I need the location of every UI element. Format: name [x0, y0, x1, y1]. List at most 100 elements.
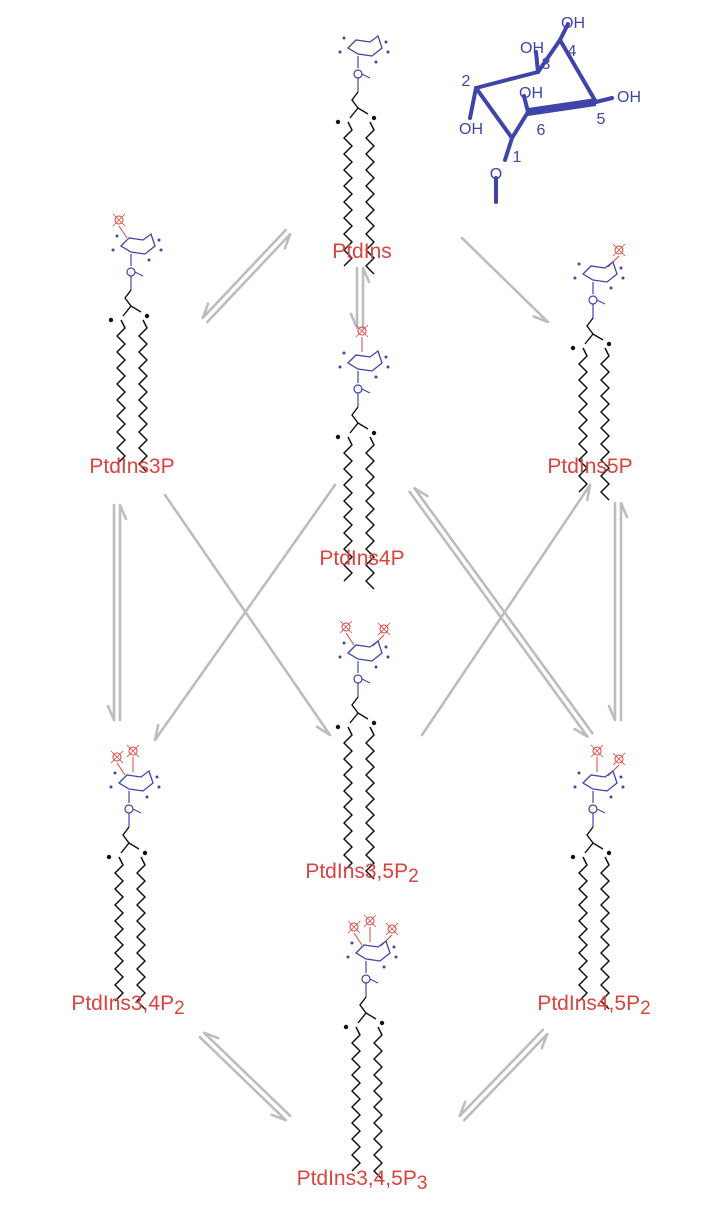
- carbon-number-3: 3: [542, 56, 551, 73]
- ring-wedge-bond: [528, 98, 596, 116]
- arrow-ptdins-to-ptdins3p: [201, 228, 288, 320]
- label-text: PtdIns3,5P: [305, 860, 408, 883]
- ring-bond: [474, 70, 540, 90]
- label-ptdins3p: PtdIns3P: [89, 455, 174, 478]
- label-subscript: 3: [417, 1173, 428, 1194]
- label-subscript: 2: [174, 998, 185, 1019]
- phosphodiester: [126, 267, 136, 277]
- label-text: PtdIns5P: [547, 455, 632, 478]
- hydroxyl-label: OH: [617, 89, 641, 106]
- label-subscript: 2: [408, 866, 419, 887]
- ring-bond: [558, 38, 598, 104]
- phosphate-group: [347, 920, 363, 946]
- arrow-ptdins4p-to-ptdins45p2: [408, 490, 589, 739]
- arrow-ptdins4p-to-ptdins: [361, 266, 371, 330]
- label-ptdins345p3: PtdIns3,4,5P3: [297, 1167, 428, 1194]
- molecule-ptdins35p2: [335, 620, 391, 880]
- hydroxyl-label: OH: [459, 121, 483, 138]
- label-text: PtdIns3P: [89, 455, 174, 478]
- inositol-head: [346, 349, 383, 372]
- fatty-acid-chain: [351, 1026, 361, 1172]
- phosphodiester: [588, 804, 598, 814]
- phosphodiester: [353, 69, 363, 79]
- hydroxyl-label: OH: [519, 85, 543, 102]
- arrow-ptdins34p2-to-ptdins3p: [118, 503, 128, 722]
- arrow-ptdins-to-ptdins4p: [349, 266, 359, 330]
- conversion-arrows: [106, 228, 629, 1122]
- arrow-ptdins45p2-to-ptdins345p3: [458, 1028, 545, 1118]
- molecule-ptdins3p: [108, 213, 163, 473]
- substituent-bond: [534, 50, 540, 74]
- label-text: PtdIns: [332, 240, 392, 263]
- carbon-number-4: 4: [568, 43, 577, 60]
- label-ptdins35p2: PtdIns3,5P2: [305, 860, 418, 887]
- inositol-head: [346, 639, 383, 662]
- phosphate-group: [112, 213, 128, 239]
- phosphodiester: [361, 974, 371, 984]
- ring-bond: [510, 110, 530, 140]
- phosphate-group: [339, 620, 355, 646]
- substituent-bond: [558, 22, 570, 42]
- label-text: PtdIns3,4,5P: [297, 1167, 417, 1190]
- arrow-ptdins345p3-to-ptdins34p2: [202, 1031, 292, 1118]
- substituent-bond: [503, 136, 514, 162]
- arrow-ptdins4p-to-ptdins34p2: [153, 483, 337, 742]
- label-text: PtdIns4,5P: [537, 992, 640, 1015]
- arrow-ptdins45p2-to-ptdins4p: [413, 486, 594, 735]
- substituent-bond: [594, 96, 614, 104]
- arrow-ptdins45p2-to-ptdins5p: [619, 501, 629, 722]
- fatty-acid-chain: [373, 1026, 383, 1180]
- fatty-acid-chain: [343, 121, 353, 267]
- molecule-ptdins4p: [335, 324, 390, 590]
- phosphodiester: [353, 674, 363, 684]
- phosphate-group: [355, 324, 369, 352]
- molecule-ptdins34p2: [106, 744, 161, 1010]
- ring-bond: [474, 86, 514, 140]
- fatty-acid-chain: [365, 121, 375, 275]
- hydroxyl-label: OH: [520, 40, 544, 57]
- carbon-number-2: 2: [462, 73, 471, 90]
- molecule-ptdins5p: [570, 243, 626, 501]
- molecule-ptdins: [335, 34, 390, 275]
- substituent-bond: [522, 94, 530, 114]
- label-ptdins45p2: PtdIns4,5P2: [537, 992, 650, 1019]
- label-ptdins5p: PtdIns5P: [547, 455, 632, 478]
- label-subscript: 2: [640, 998, 651, 1019]
- fatty-acid-chain: [138, 319, 148, 473]
- fatty-acid-chain: [343, 436, 353, 582]
- ring-oxygen-label: O: [490, 166, 502, 183]
- fatty-acid-chain: [114, 856, 124, 1002]
- inositol-head: [581, 769, 618, 792]
- phosphate-group: [363, 914, 377, 942]
- label-text: PtdIns4P: [319, 547, 404, 570]
- label-ptdins: PtdIns: [332, 240, 392, 263]
- fatty-acid-chain: [136, 856, 146, 1010]
- fatty-acid-chain: [365, 726, 375, 880]
- arrow-ptdins3p-to-ptdins35p2: [163, 493, 332, 737]
- inositol-head: [581, 260, 618, 283]
- inositol-head: [346, 34, 383, 57]
- phosphodiester: [588, 295, 598, 305]
- hydroxyl-label: OH: [561, 15, 585, 32]
- carbon-number-6: 6: [537, 122, 546, 139]
- phosphodiester: [124, 804, 134, 814]
- label-ptdins4p: PtdIns4P: [319, 547, 404, 570]
- arrow-ptdins3p-to-ptdins: [205, 232, 292, 324]
- fatty-acid-chain: [343, 726, 353, 872]
- phosphate-group: [110, 750, 126, 776]
- arrow-ptdins345p3-to-ptdins45p2: [462, 1032, 549, 1122]
- carbon-number-1: 1: [513, 149, 522, 166]
- arrow-ptdins35p2-to-ptdins5p: [420, 483, 592, 737]
- inositol-head: [354, 939, 391, 962]
- lipid-structures: [106, 34, 626, 1180]
- inositol-head: [119, 232, 156, 255]
- molecule-ptdins45p2: [570, 744, 626, 1010]
- fatty-acid-chain: [116, 319, 126, 465]
- inositol-head: [117, 769, 154, 792]
- phosphate-group: [590, 744, 604, 772]
- label-text: PtdIns3,4P: [71, 992, 174, 1015]
- phosphodiester: [353, 384, 363, 394]
